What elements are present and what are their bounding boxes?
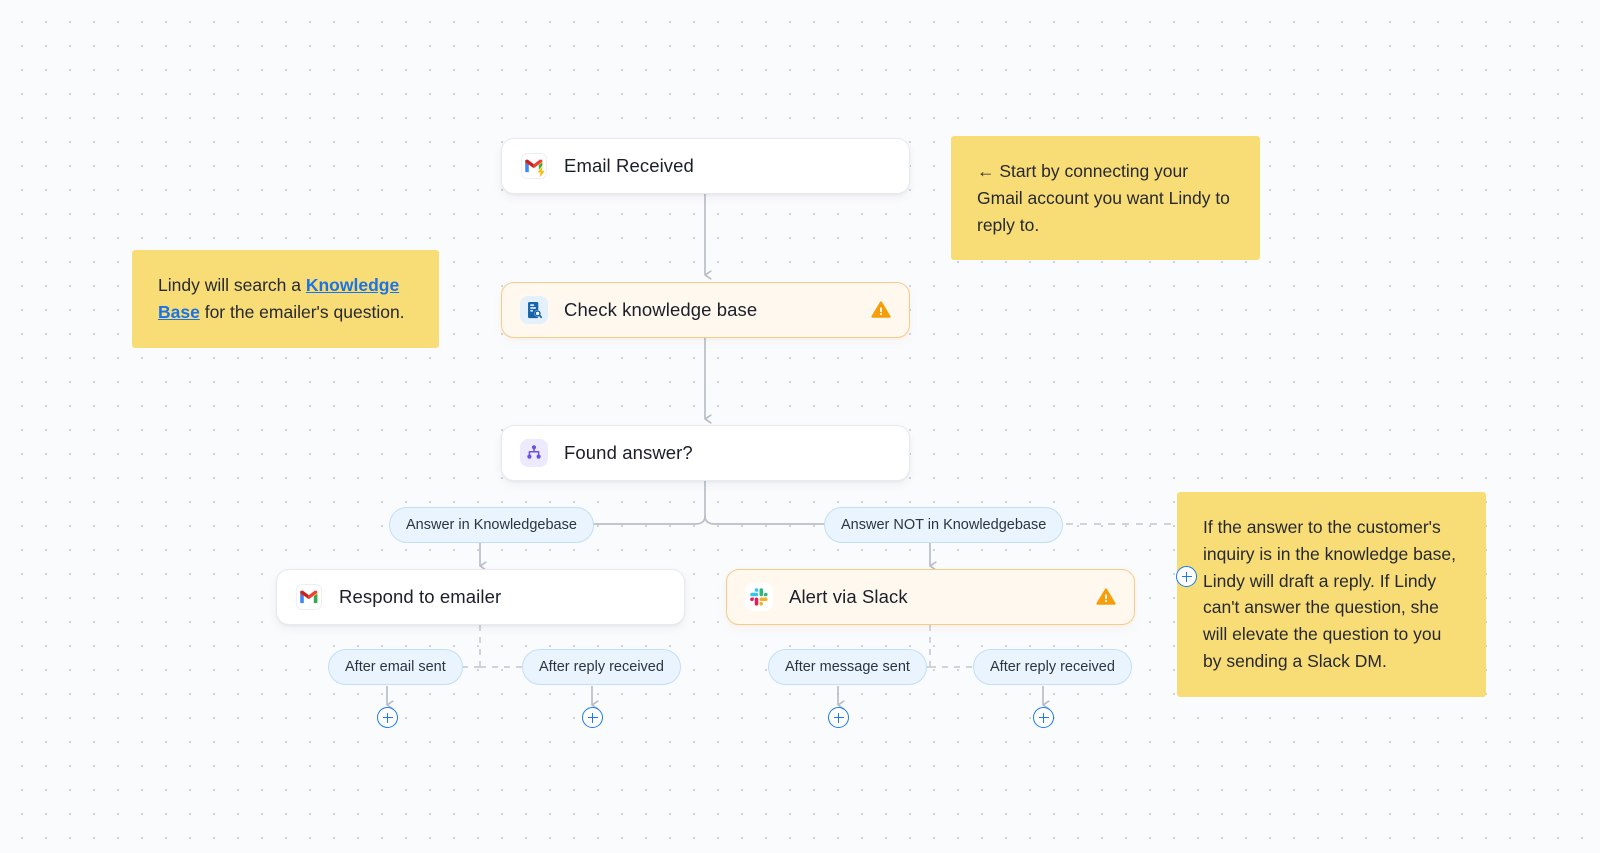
node-check-knowledge-base[interactable]: Check knowledge base xyxy=(501,282,910,338)
node-respond-to-emailer-title: Respond to emailer xyxy=(339,586,502,607)
node-email-received[interactable]: Email Received xyxy=(501,138,910,194)
branch-icon xyxy=(520,439,548,467)
add-step-button-3[interactable] xyxy=(828,707,849,728)
branch-label-answer-in-kb-text: Answer in Knowledgebase xyxy=(406,517,577,533)
followup-chip-label: After email sent xyxy=(345,659,446,675)
followup-chip-label: After message sent xyxy=(785,659,910,675)
warning-icon[interactable] xyxy=(1096,587,1116,607)
node-check-knowledge-base-title: Check knowledge base xyxy=(564,299,758,320)
gmail-icon xyxy=(295,583,323,611)
warning-icon[interactable] xyxy=(871,300,891,320)
node-respond-to-emailer[interactable]: Respond to emailer xyxy=(276,569,685,625)
knowledge-base-icon xyxy=(520,296,548,324)
sticky-note-gmail[interactable]: ← Start by connecting your Gmail account… xyxy=(951,136,1260,261)
node-alert-via-slack[interactable]: Alert via Slack xyxy=(726,569,1135,625)
add-step-button-1[interactable] xyxy=(377,707,398,728)
sticky-note-branching-text: If the answer to the customer's inquiry … xyxy=(1203,517,1456,671)
sticky-kb-suffix: for the emailer's question. xyxy=(199,301,405,322)
sticky-note-branching[interactable]: If the answer to the customer's inquiry … xyxy=(1177,492,1486,697)
sticky-kb-prefix: Lindy will search a xyxy=(158,275,306,295)
node-found-answer[interactable]: Found answer? xyxy=(501,425,910,481)
node-found-answer-title: Found answer? xyxy=(564,442,693,463)
followup-chip-after-email-sent[interactable]: After email sent xyxy=(328,649,463,685)
branch-label-answer-in-kb[interactable]: Answer in Knowledgebase xyxy=(389,507,594,543)
followup-chip-label: After reply received xyxy=(990,659,1115,675)
knowledge-base-link[interactable]: Knowledge Base xyxy=(158,275,400,322)
node-email-received-title: Email Received xyxy=(564,155,694,176)
node-alert-via-slack-title: Alert via Slack xyxy=(789,586,908,607)
add-step-button-branch[interactable] xyxy=(1176,566,1197,587)
add-step-button-4[interactable] xyxy=(1033,707,1054,728)
gmail-trigger-icon xyxy=(520,152,548,180)
slack-icon xyxy=(745,583,773,611)
followup-chip-after-reply-received-1[interactable]: After reply received xyxy=(522,649,681,685)
followup-chip-label: After reply received xyxy=(539,659,664,675)
branch-label-answer-not-in-kb[interactable]: Answer NOT in Knowledgebase xyxy=(824,507,1064,543)
sticky-note-knowledge-base[interactable]: Lindy will search a Knowledge Base for t… xyxy=(132,250,439,348)
sticky-note-gmail-text: ← Start by connecting your Gmail account… xyxy=(977,161,1230,235)
followup-chip-after-message-sent[interactable]: After message sent xyxy=(768,649,927,685)
branch-label-answer-not-in-kb-text: Answer NOT in Knowledgebase xyxy=(841,517,1047,533)
add-step-button-2[interactable] xyxy=(582,707,603,728)
followup-chip-after-reply-received-2[interactable]: After reply received xyxy=(973,649,1132,685)
